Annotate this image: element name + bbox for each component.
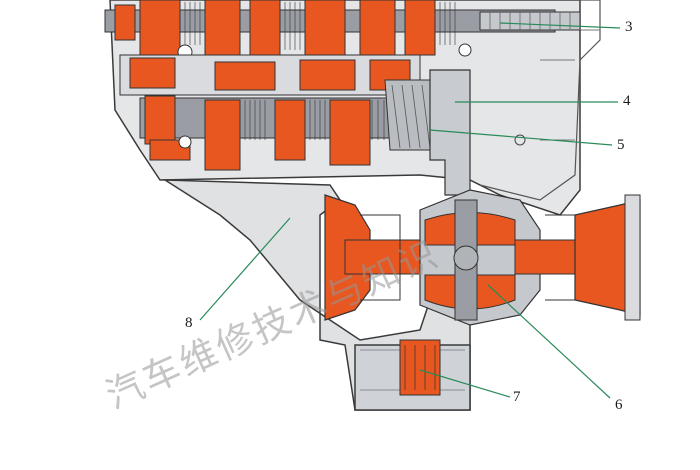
callout-label-6: 6 [615,397,623,413]
right-drive-flange [514,194,641,321]
callout-label-7: 7 [513,389,521,405]
upper-shaft-assembly [104,0,581,84]
intermediate-support-plate [429,69,471,196]
lower-shaft-assembly [139,79,471,171]
callout-label-5: 5 [617,137,625,153]
callout-leader-lines [199,22,621,399]
differential-carrier [419,189,541,326]
lower-small-gear [399,339,441,396]
callout-label-3: 3 [625,19,633,35]
callout-label-8: 8 [185,315,193,331]
synchronizer-band [119,54,421,96]
callout-label-4: 4 [623,93,631,109]
